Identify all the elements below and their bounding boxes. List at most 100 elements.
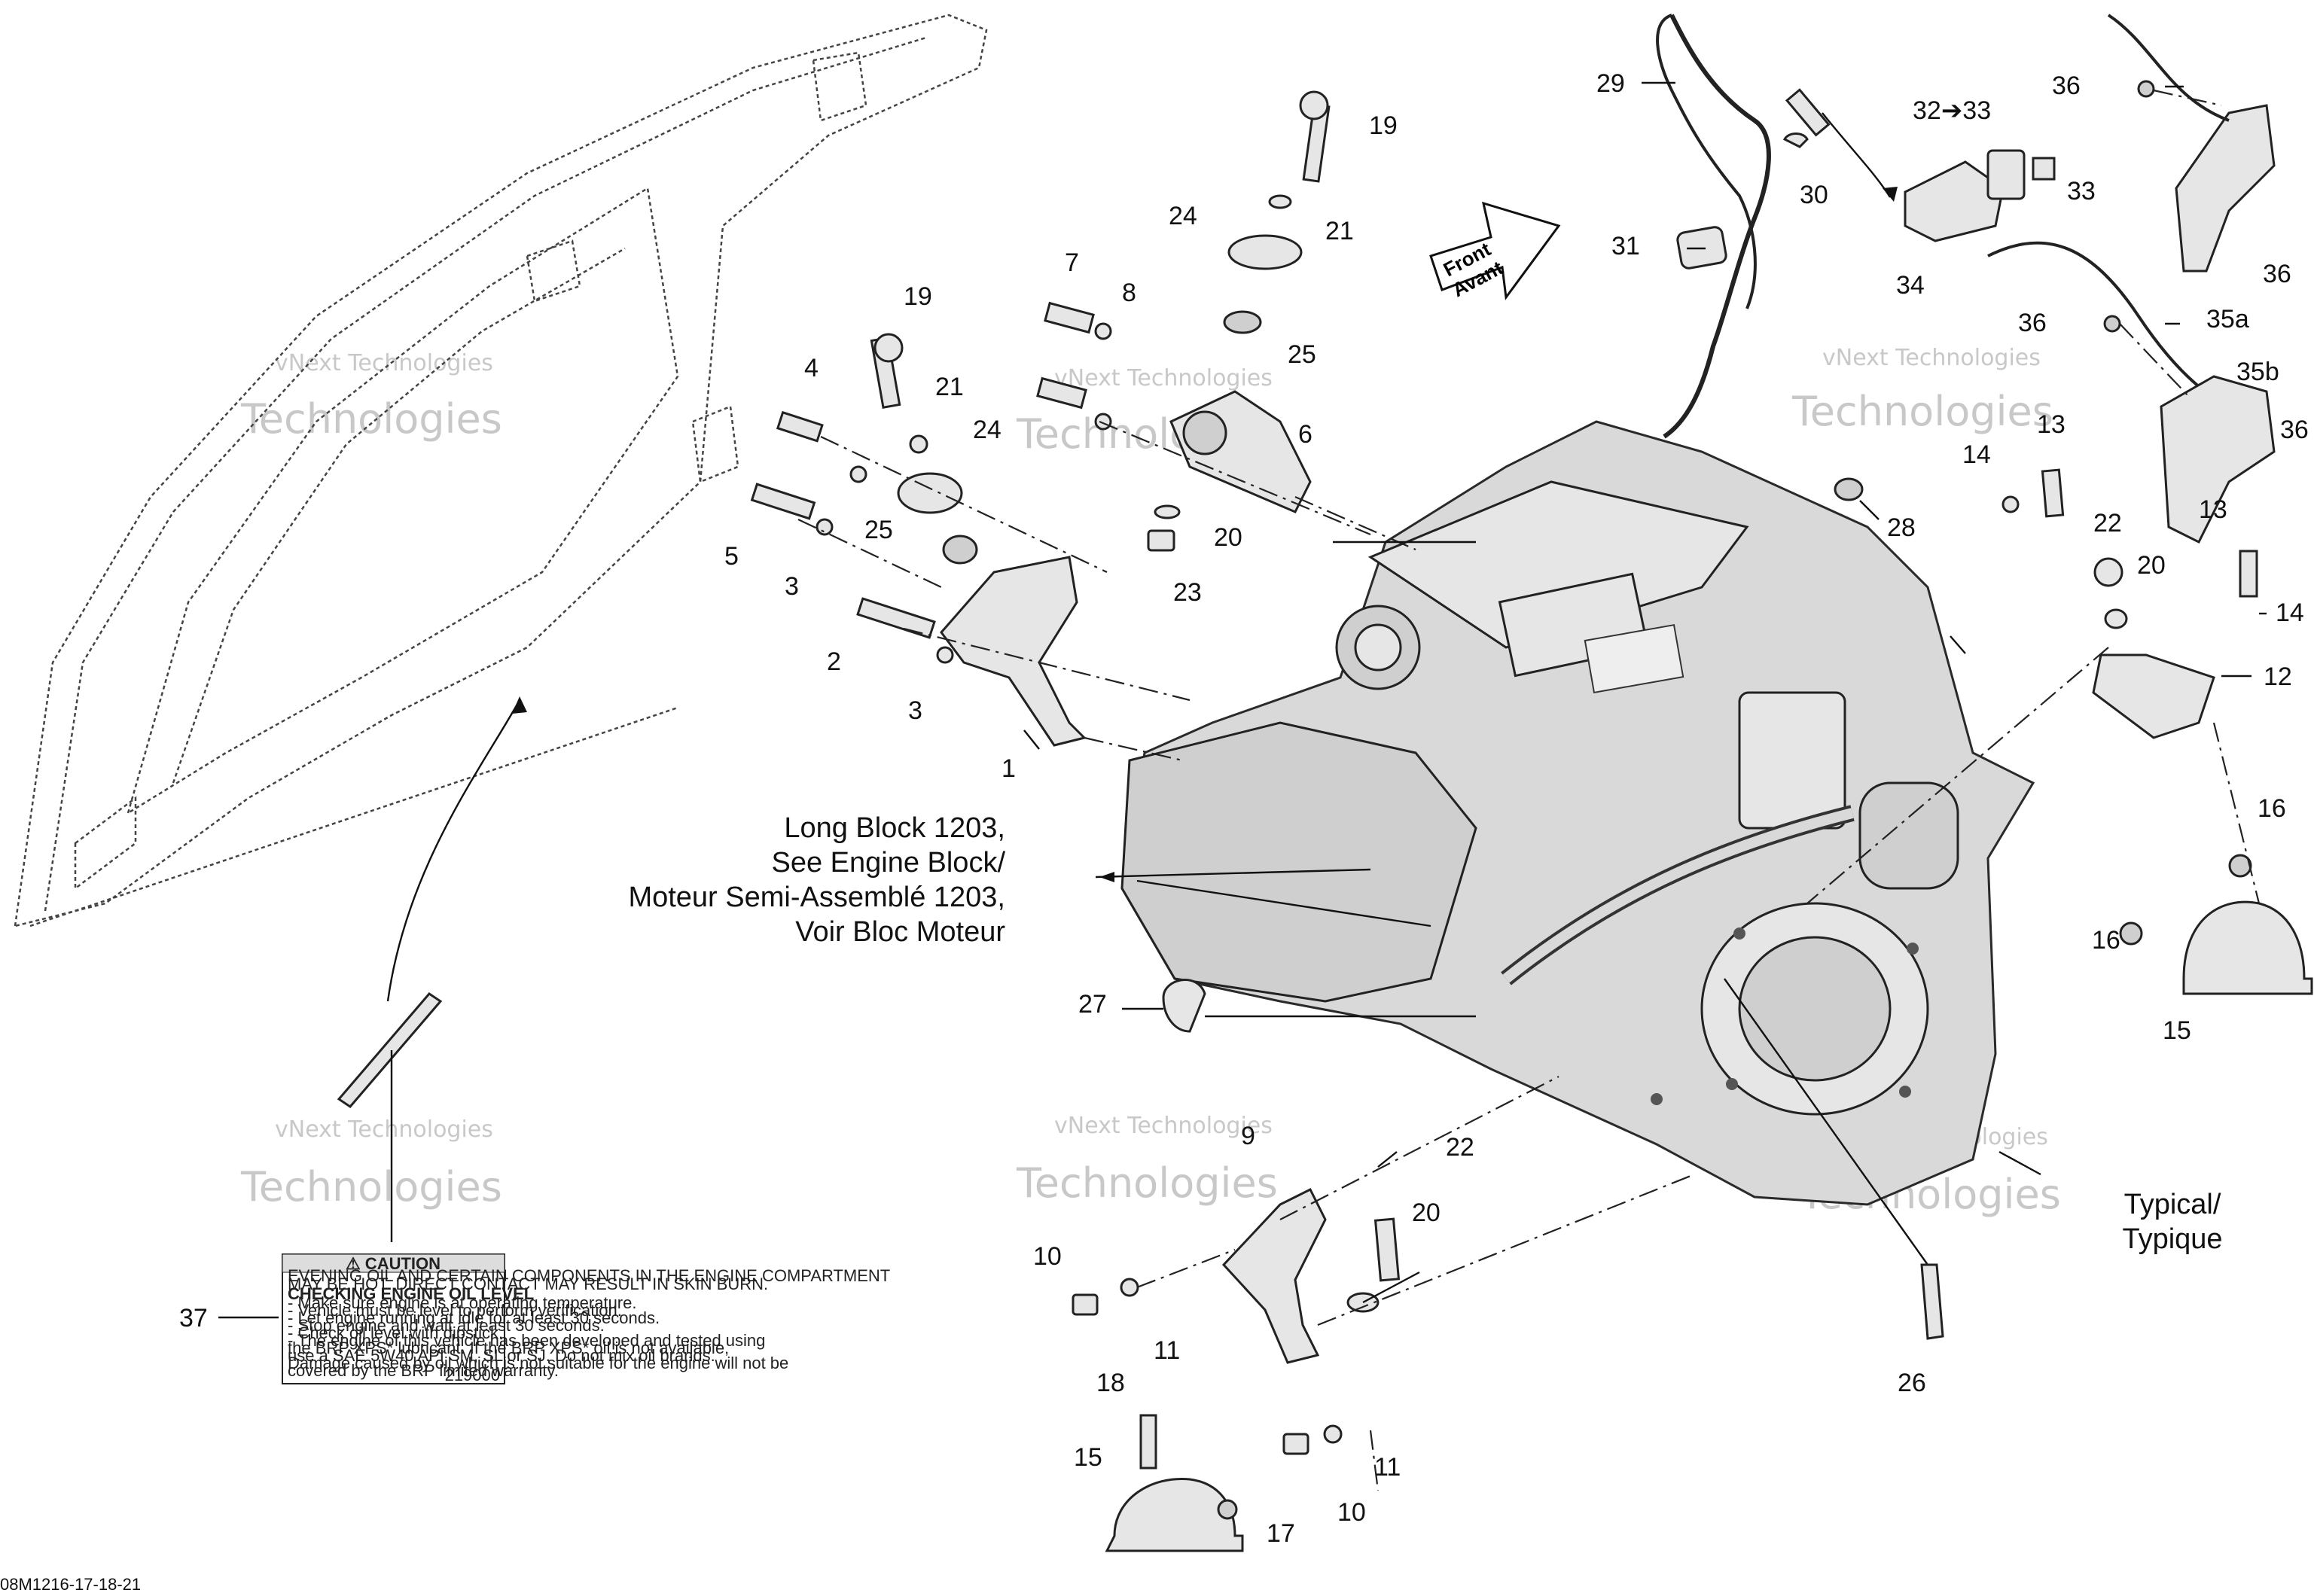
part-number: 10: [1033, 1242, 1062, 1271]
caution-line: EVENING OIL AND CERTAIN COMPONENTS IN TH…: [288, 1266, 890, 1285]
callout-line: Voir Bloc Moteur: [795, 916, 1005, 948]
part-number: 5: [724, 542, 739, 571]
part-number: 26: [1898, 1369, 1926, 1397]
watermark-text: vNext Technologies: [1054, 1113, 1273, 1139]
part-number: 28: [1887, 513, 1916, 542]
part-number: 6: [1298, 420, 1312, 449]
part-number: 21: [935, 373, 964, 401]
caution-line: - Make sure engine is at operating tempe…: [288, 1293, 636, 1312]
part-number: 25: [1288, 340, 1316, 369]
part-number: 34: [1896, 271, 1925, 300]
watermark-text: vNext Technologies: [275, 1116, 493, 1143]
body-panel-outline: [14, 14, 988, 927]
part-number: 19: [904, 282, 932, 311]
caution-line: CHECKING ENGINE OIL LEVEL: [288, 1284, 534, 1303]
caution-line: - Stop engine and wait at least 30 secon…: [288, 1316, 605, 1335]
part-number: 1: [1002, 754, 1016, 783]
caution-line: Damage caused by oil which is not suitab…: [288, 1354, 788, 1372]
part-number: 11: [1154, 1336, 1180, 1365]
lower-mount-group: [1072, 1076, 1695, 1552]
callout-line: Moteur Semi-Assemblé 1203,: [628, 882, 1005, 913]
part-number: 31: [1611, 232, 1640, 260]
part-number: 10: [1337, 1498, 1366, 1527]
part-number: 36: [2052, 72, 2081, 100]
callout-line: Typique: [2122, 1223, 2222, 1255]
part-number: 35b: [2236, 358, 2279, 386]
part-number: 15: [2163, 1016, 2191, 1045]
part-number: 37: [179, 1304, 208, 1333]
upper-mount-group: [1036, 90, 1416, 552]
part-number: 30: [1800, 181, 1828, 209]
module-bracket-group: [1822, 14, 2276, 544]
part-number: 33: [2067, 177, 2096, 206]
watermark-text: Technologies: [240, 395, 502, 443]
part-number: 15: [1074, 1443, 1102, 1472]
part-number: 12: [2264, 662, 2292, 691]
part-number: 27: [1078, 990, 1107, 1019]
misc-parts-group: [1162, 14, 1864, 1033]
part-number: 21: [1325, 217, 1354, 245]
front-direction-arrow: Front Avant: [1429, 201, 1561, 301]
label-location-arrow: [386, 699, 521, 1002]
part-number: 13: [2037, 410, 2066, 439]
part-number-labels: 1 2 3 3 4 5 6 7 8 9 10 10 11 11 12 13 13…: [179, 69, 2309, 1548]
part-number: 8: [1122, 279, 1136, 307]
part-number: 4: [804, 354, 819, 382]
part-number: 19: [1369, 111, 1398, 140]
part-number: 13: [2199, 495, 2227, 524]
watermark-text: vNext Technologies: [1822, 345, 2041, 371]
part-number: 14: [1962, 440, 1991, 469]
watermark-text: Technologies: [1016, 1159, 1278, 1207]
callout-line: Typical/: [2124, 1189, 2221, 1220]
part-number: 35a: [2206, 305, 2249, 334]
callout-line: Long Block 1203,: [784, 812, 1005, 844]
part-number: 3: [908, 696, 922, 725]
figure-id: 08M1216-17-18-21: [0, 1575, 141, 1594]
caution-line: - Vehicle must be level to perform verif…: [288, 1301, 622, 1320]
caution-title: ⚠ CAUTION: [346, 1254, 441, 1273]
callout-line: See Engine Block/: [771, 847, 1005, 879]
dipstick-part-26: [1724, 978, 1944, 1340]
watermark-text: vNext Technologies: [275, 350, 493, 376]
caution-line: - Check oil level with dipstick.: [288, 1323, 503, 1342]
long-block-callout: Long Block 1203, See Engine Block/ Moteu…: [628, 812, 1005, 948]
caution-line: the BRP XPS* lubricant. If the BRP XPS* …: [288, 1339, 729, 1357]
typical-callout: Typical/ Typique: [2122, 1189, 2222, 1255]
watermark-text: vNext Technologies: [1054, 365, 1273, 391]
part-number: 16: [2258, 794, 2286, 823]
part-number: 2: [827, 647, 841, 676]
part-number: 24: [973, 416, 1002, 444]
part-number: 18: [1096, 1369, 1125, 1397]
part-number: 36: [2018, 309, 2047, 337]
caution-line: covered by the BRP limited warranty.: [288, 1361, 559, 1380]
part-number: 14: [2276, 598, 2304, 627]
leader-lines: [218, 81, 2267, 1319]
part-number: 36: [2263, 260, 2291, 288]
part-number: 3: [785, 572, 799, 601]
part-number: 17: [1267, 1519, 1295, 1548]
caution-line: - The engine of this vehicle has been de…: [288, 1331, 765, 1350]
part-number: 29: [1596, 69, 1625, 98]
caution-line: - Let engine running at idle for at leas…: [288, 1308, 660, 1327]
part-number: 20: [1412, 1199, 1441, 1227]
part-number: 36: [2280, 416, 2309, 444]
part-number: 20: [1214, 523, 1242, 552]
part-number: 22: [2093, 509, 2122, 538]
part-number: 9: [1241, 1122, 1255, 1150]
part-number: 16: [2092, 926, 2120, 955]
part-number: 20: [2137, 551, 2166, 580]
caution-line: MAY BE HOT. DIRECT CONTACT MAY RESULT IN…: [288, 1275, 768, 1293]
caution-line: use a SAE 5W40 API SM, SL or SJ. Do not …: [288, 1346, 715, 1365]
arrowhead: [512, 696, 527, 714]
part-number: 24: [1169, 202, 1197, 230]
part-number: 11: [1374, 1453, 1401, 1482]
right-mount-group: [1806, 468, 2313, 995]
caution-code: 219000: [445, 1366, 500, 1384]
caution-label: ⚠ CAUTION EVENING OIL AND CERTAIN COMPON…: [282, 1253, 890, 1384]
part-number: 25: [864, 516, 893, 544]
watermark-text: Technologies: [240, 1163, 502, 1211]
part-number: 7: [1065, 248, 1079, 277]
left-mount-group: [750, 333, 1191, 762]
part-number: 22: [1446, 1133, 1474, 1162]
